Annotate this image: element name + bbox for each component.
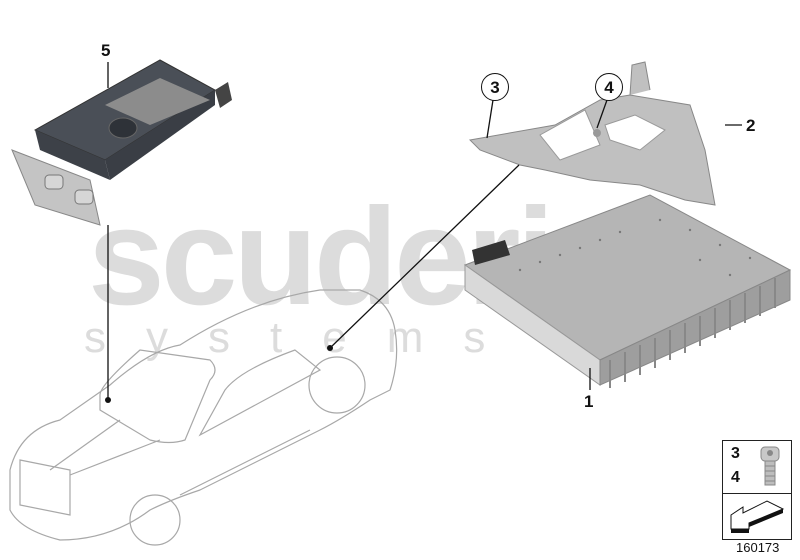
legend-item-3: 3 [731, 445, 740, 462]
amplifier-module-icon [463, 194, 792, 388]
car-outline-icon [9, 289, 398, 546]
callout-lines [107, 62, 742, 400]
diagram-number: 160173 [736, 540, 780, 555]
antenna-module-icon [11, 59, 232, 226]
callout-2: 2 [746, 116, 756, 135]
callout-1: 1 [584, 392, 594, 411]
callout-3: 3 [481, 73, 509, 101]
mounting-bracket-icon [468, 61, 716, 206]
fastener-legend: 3 4 [722, 440, 792, 540]
watermark-subtitle: systems [84, 313, 526, 362]
legend-item-4: 4 [731, 469, 740, 486]
callout-5: 5 [101, 41, 111, 60]
legend-screw-section: 3 4 [723, 441, 791, 494]
installation-arrow-icon [730, 500, 785, 533]
cap-screw-icon [760, 446, 780, 486]
callout-4: 4 [595, 73, 623, 101]
